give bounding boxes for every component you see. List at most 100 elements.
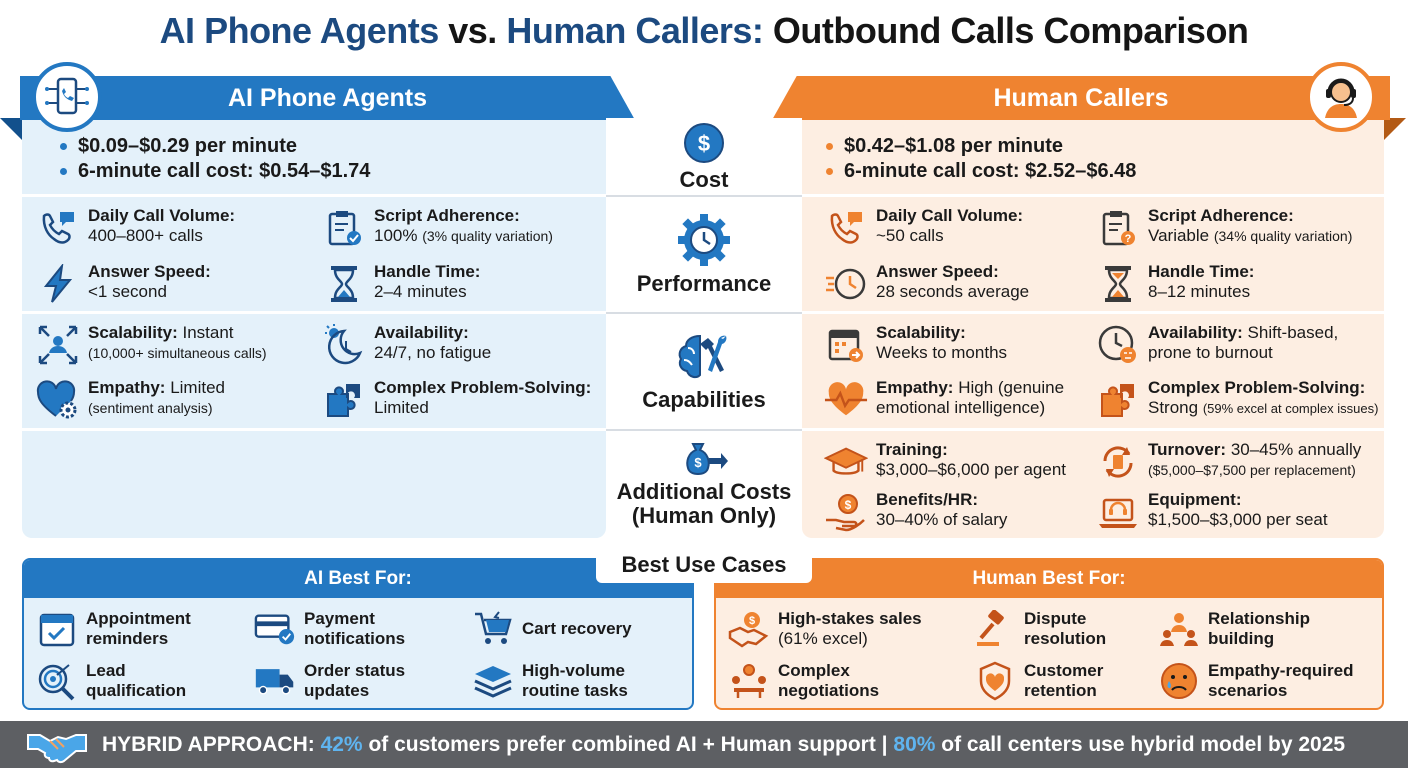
human-header-label: Human Callers xyxy=(993,83,1169,112)
metric-label: Complex Problem-Solving: xyxy=(374,378,592,397)
hand-coin-icon: $ xyxy=(824,490,868,534)
ai-best-for-header: AI Best For: xyxy=(24,560,692,598)
metric-value: 100% xyxy=(374,226,418,245)
use-case-note: (61% excel) xyxy=(778,629,868,648)
list-item: Customer retention xyxy=(974,660,1134,702)
target-magnifier-icon xyxy=(36,660,78,702)
metric-value: 8–12 minutes xyxy=(1148,282,1251,301)
handshake-money-icon: $ xyxy=(728,608,770,650)
graduation-cap-icon xyxy=(824,440,868,484)
hybrid-footer: HYBRID APPROACH: 42% of customers prefer… xyxy=(0,721,1408,768)
divider xyxy=(802,311,1384,314)
metric-label: Training: xyxy=(876,440,948,459)
svg-text:$: $ xyxy=(749,615,755,627)
metric-value: 24/7, no fatigue xyxy=(374,343,492,362)
ai-empathy: Empathy: Limited(sentiment analysis) xyxy=(36,378,225,422)
scale-arrows-icon xyxy=(36,323,80,367)
use-case-label: Lead qualification xyxy=(86,661,187,700)
metric-value: High (genuine emotional intelligence) xyxy=(876,378,1065,417)
clipboard-check-icon xyxy=(322,206,366,250)
ai-cost-list: $0.09–$0.29 per minute 6-minute call cos… xyxy=(58,134,370,184)
human-benefits: $ Benefits/HR:30–40% of salary xyxy=(824,490,1007,534)
metric-note: (34% quality variation) xyxy=(1213,228,1353,244)
human-scalability: Scalability:Weeks to months xyxy=(824,323,1007,367)
calendar-arrow-icon xyxy=(824,323,868,367)
ribbon-fold-right xyxy=(1384,118,1406,140)
human-empathy: Empathy: High (genuine emotional intelli… xyxy=(824,378,1081,422)
center-cost: $ Cost xyxy=(606,118,802,196)
list-item: Order status updates xyxy=(254,660,424,702)
metric-value: 30–45% annually xyxy=(1230,440,1362,459)
list-item: 6-minute call cost: $0.54–$1.74 xyxy=(58,159,370,184)
metric-label: Benefits/HR: xyxy=(876,490,979,509)
ai-panel xyxy=(22,118,606,538)
metric-label: Empathy: xyxy=(88,378,166,397)
use-case-label: High-volume routine tasks xyxy=(522,661,628,700)
metric-value: Weeks to months xyxy=(876,343,1008,362)
list-item: High-volume routine tasks xyxy=(472,660,682,702)
metric-value: ~50 calls xyxy=(876,226,944,245)
dollar-coin-icon: $ xyxy=(684,123,724,163)
metric-value: 28 seconds average xyxy=(876,282,1030,301)
svg-text:$: $ xyxy=(845,498,852,512)
human-handle-time: Handle Time:8–12 minutes xyxy=(1096,262,1254,306)
metric-note: (sentiment analysis) xyxy=(88,400,213,416)
best-use-cases-title: Best Use Cases xyxy=(596,549,812,583)
human-best-for-header: Human Best For: xyxy=(716,560,1382,598)
metric-label: Scalability: xyxy=(88,323,178,342)
metric-note: (10,000+ simultaneous calls) xyxy=(88,345,267,361)
hourglass-icon xyxy=(1096,262,1140,306)
divider xyxy=(22,428,606,431)
lightning-icon xyxy=(36,262,80,306)
metric-note: (3% quality variation) xyxy=(422,228,553,244)
svg-text:?: ? xyxy=(1125,233,1132,245)
metric-label: Daily Call Volume: xyxy=(88,206,236,225)
metric-label: Equipment: xyxy=(1148,490,1242,509)
use-case-label: Relationship building xyxy=(1208,609,1311,648)
calendar-check-icon xyxy=(36,608,78,650)
list-item: Empathy-required scenarios xyxy=(1158,660,1378,702)
list-item: Complex negotiations xyxy=(728,660,918,702)
center-label-additional: Additional Costs(Human Only) xyxy=(616,479,792,528)
ai-header-label: AI Phone Agents xyxy=(227,83,428,112)
sad-face-icon xyxy=(1158,660,1200,702)
ai-availability: Availability:24/7, no fatigue xyxy=(322,323,491,367)
metric-label: Complex Problem-Solving: xyxy=(1148,378,1366,397)
metric-label: Answer Speed: xyxy=(88,262,211,281)
center-label-performance: Performance xyxy=(636,271,772,296)
list-item: $0.09–$0.29 per minute xyxy=(58,134,370,159)
human-training: Training:$3,000–$6,000 per agent xyxy=(824,440,1066,484)
divider xyxy=(802,194,1384,197)
use-case-label: High-stakes sales xyxy=(778,609,922,628)
ai-problem-solving: Complex Problem-Solving:Limited xyxy=(322,378,591,422)
human-availability: Availability: Shift-based, prone to burn… xyxy=(1096,323,1373,367)
human-agent-icon xyxy=(1306,62,1376,132)
use-case-label: Appointment reminders xyxy=(86,609,191,648)
human-daily-volume: Daily Call Volume:~50 calls xyxy=(824,206,1023,250)
use-case-label: Order status updates xyxy=(304,661,406,700)
metric-value: Instant xyxy=(182,323,234,342)
ai-header: AI Phone Agents xyxy=(20,76,635,120)
list-item: $ High-stakes sales(61% excel) xyxy=(728,608,948,650)
center-capabilities: Capabilities xyxy=(606,315,802,427)
metric-value: Shift-based, prone to burnout xyxy=(1148,323,1339,362)
heart-pulse-icon xyxy=(824,378,868,422)
metric-label: Scalability: xyxy=(876,323,966,342)
money-bag-arrow-icon: $ xyxy=(686,443,728,476)
metric-label: Availability: xyxy=(1148,323,1243,342)
ai-script-adherence: Script Adherence:100% (3% quality variat… xyxy=(322,206,553,250)
metric-value: 30–40% of salary xyxy=(876,510,1008,529)
clipboard-warning-icon: ? xyxy=(1096,206,1140,250)
use-case-label: Cart recovery xyxy=(522,619,632,638)
svg-text:$: $ xyxy=(694,455,702,470)
list-item: Appointment reminders xyxy=(36,608,216,650)
truck-icon xyxy=(254,660,296,702)
metric-label: Answer Speed: xyxy=(876,262,999,281)
handshake-icon xyxy=(27,733,87,763)
metric-label: Handle Time: xyxy=(1148,262,1255,281)
human-script-adherence: ? Script Adherence:Variable (34% quality… xyxy=(1096,206,1352,250)
clock-moon-icon xyxy=(322,323,366,367)
clock-speed-icon xyxy=(824,262,868,306)
metric-value: <1 second xyxy=(88,282,167,301)
credit-card-icon xyxy=(254,608,296,650)
